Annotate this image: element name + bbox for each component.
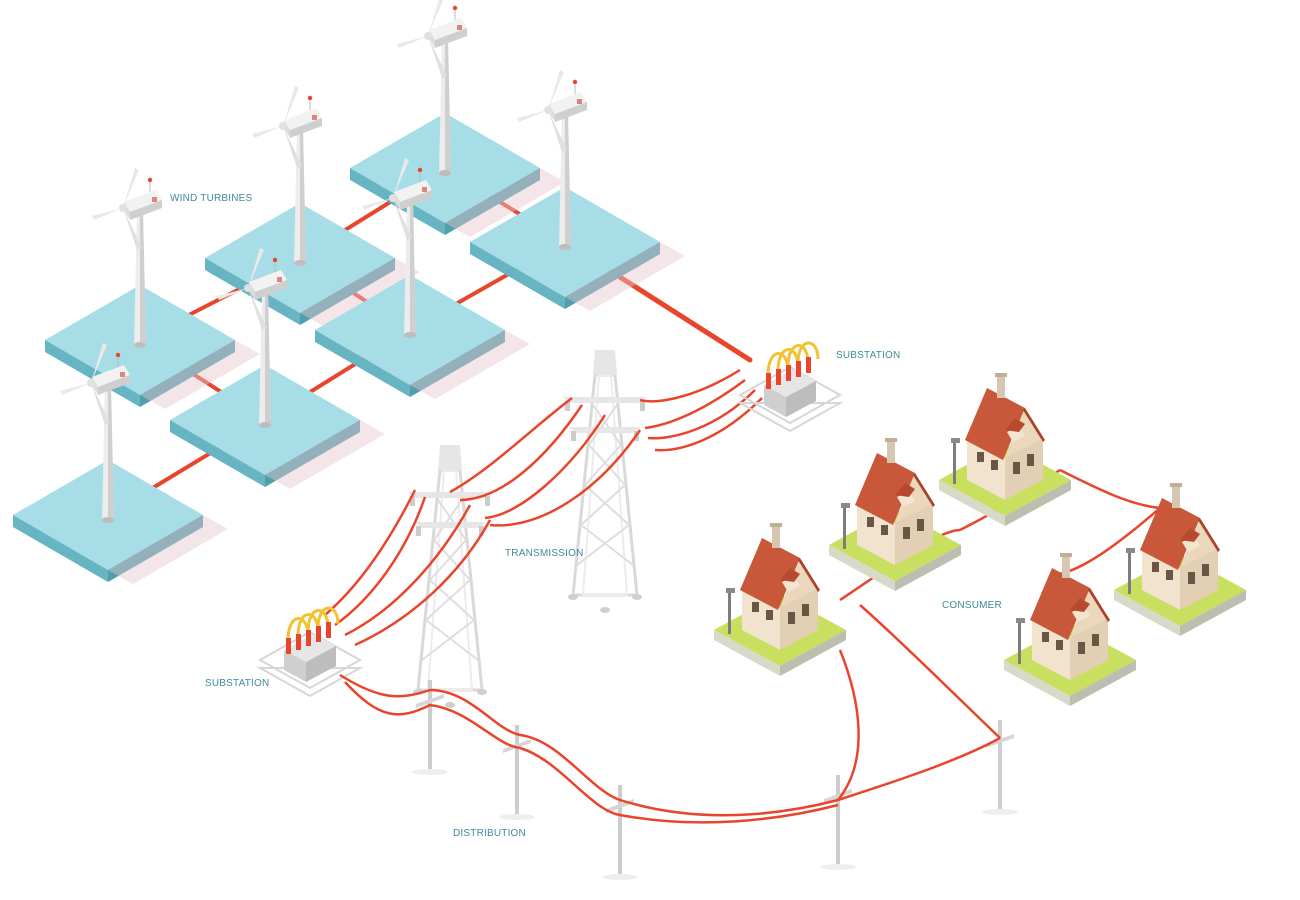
house-icon [939,373,1071,526]
house-icon [1114,483,1246,636]
substation-bottom-label: SUBSTATION [205,678,270,689]
substation-top-label: SUBSTATION [836,350,901,361]
transmission-label: TRANSMISSION [505,548,584,559]
wind-turbines-label: WIND TURBINES [170,193,253,204]
wind-turbine-icon [44,167,261,410]
consumer-houses [714,373,1246,706]
house-icon [1004,553,1136,706]
distribution-poles [412,680,1018,880]
utility-pole-icon [499,725,535,820]
transmission-tower-icon [561,348,649,615]
distribution-label: DISTRIBUTION [453,828,526,839]
consumer-label: CONSUMER [942,600,1002,611]
house-icon [714,523,846,676]
utility-pole-icon [820,775,856,870]
transmission-towers [406,348,649,710]
house-icon [829,438,961,591]
utility-pole-icon [982,720,1018,815]
substation-top-icon [738,341,842,433]
transmission-lines [324,368,763,647]
